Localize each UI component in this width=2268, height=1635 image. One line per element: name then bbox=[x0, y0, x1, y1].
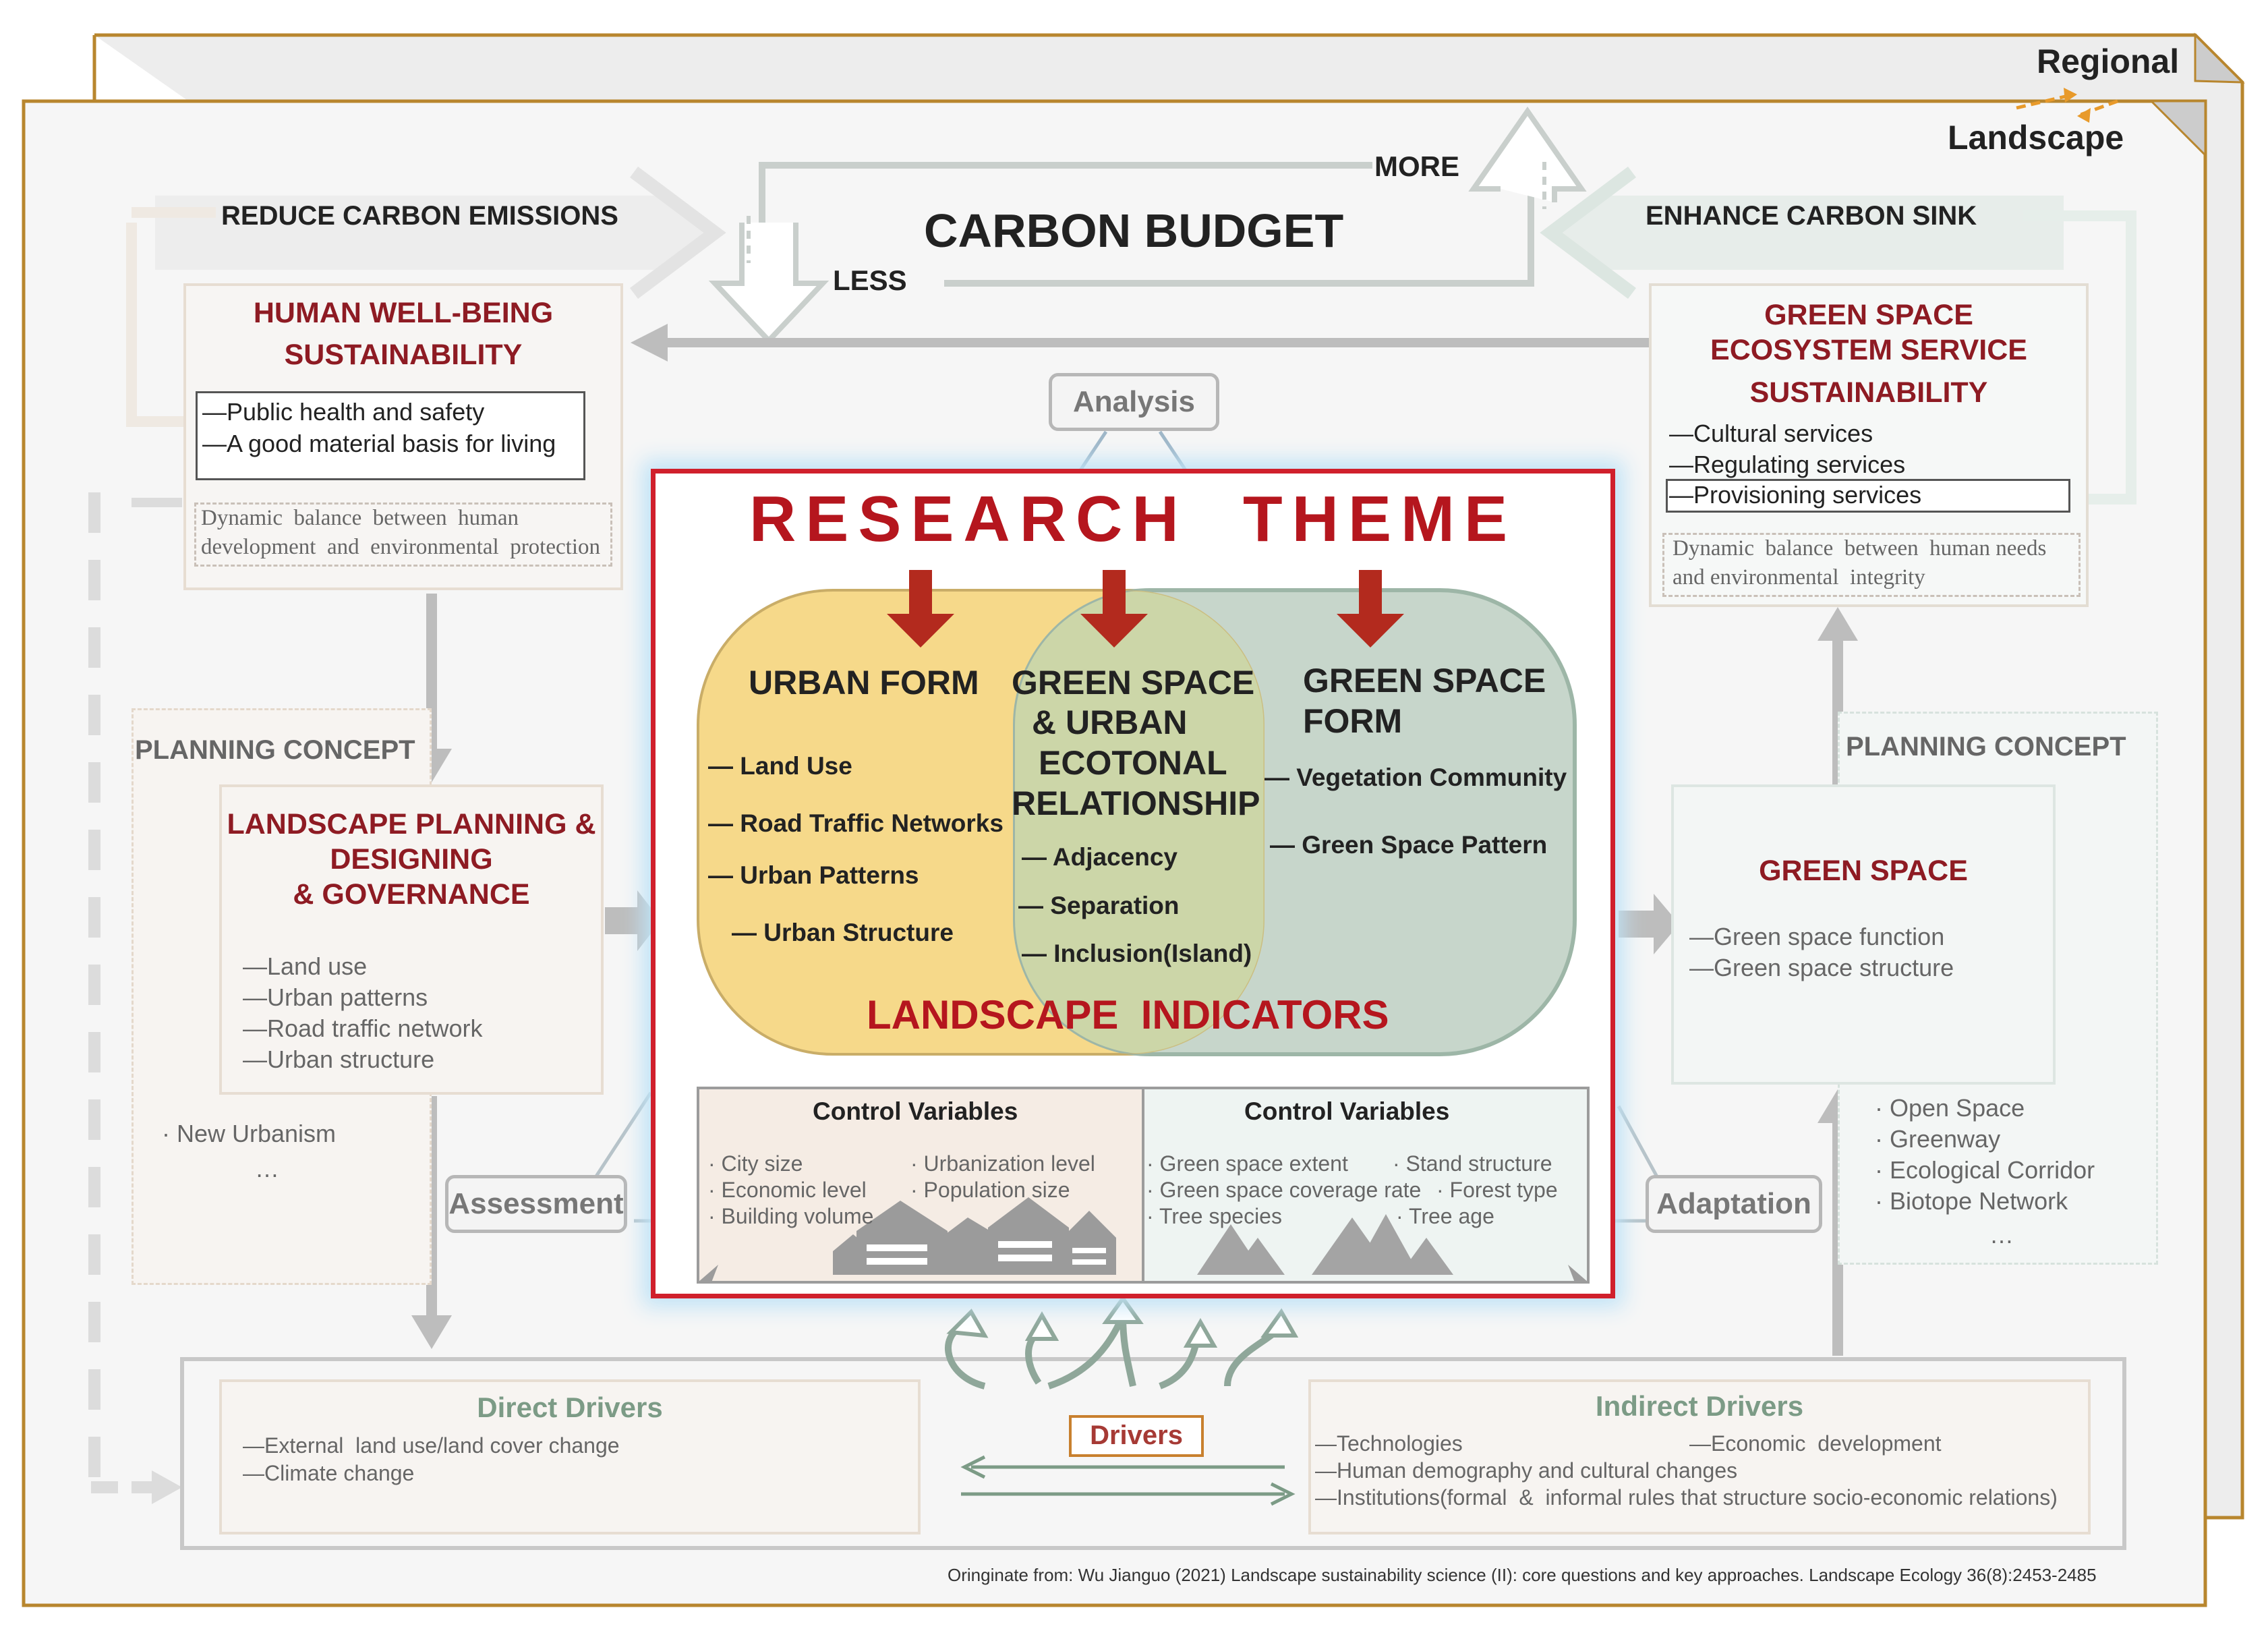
enhance-carbon-label: ENHANCE CARBON SINK bbox=[1646, 201, 1977, 231]
control-variables-right-title: Control Variables bbox=[1244, 1097, 1450, 1125]
urban-form-title: URBAN FORM bbox=[749, 664, 979, 701]
right-ellipsis: … bbox=[1989, 1221, 2014, 1249]
research-venn bbox=[697, 570, 1590, 1284]
reduce-carbon-label: REDUCE CARBON EMISSIONS bbox=[221, 201, 618, 231]
human-balance-box bbox=[194, 503, 612, 567]
gses-title: GREEN SPACE bbox=[1764, 299, 1973, 331]
cv-left-item: · Economic level bbox=[708, 1178, 867, 1202]
left-plan-item: —Urban structure bbox=[243, 1045, 435, 1073]
urban-form-item: — Urban Patterns bbox=[708, 861, 919, 889]
urban-form-item: — Urban Structure bbox=[732, 919, 954, 946]
source-citation: Oringinate from: Wu Jianguo (2021) Lands… bbox=[948, 1565, 2097, 1585]
human-balance-text: Dynamic balance between human bbox=[201, 506, 519, 530]
gses-title: SUSTAINABILITY bbox=[1749, 376, 1988, 409]
indirect-drivers-panel bbox=[1308, 1379, 2091, 1534]
analysis-label: Analysis bbox=[1049, 373, 1219, 431]
gs-form-title: FORM bbox=[1303, 702, 1403, 740]
urban-form-item: — Land Use bbox=[708, 752, 852, 780]
landscape-planning-title: & GOVERNANCE bbox=[293, 878, 530, 911]
landscape-planning-title: LANDSCAPE PLANNING & bbox=[227, 808, 596, 840]
right-plan-extra: · Open Space bbox=[1875, 1094, 2025, 1122]
indirect-driver-item: —Institutions(formal & informal rules th… bbox=[1315, 1485, 2058, 1510]
drivers-label: Drivers bbox=[1090, 1421, 1183, 1450]
cv-left-item: · Urbanization level bbox=[910, 1151, 1095, 1176]
carbon-budget-title: CARBON BUDGET bbox=[924, 204, 1344, 257]
cv-right-item: · Forest type bbox=[1436, 1178, 1558, 1202]
left-plan-item: —Land use bbox=[243, 952, 368, 980]
gses-provisioning-box bbox=[1666, 479, 2070, 513]
ecotone-title: ECOTONAL bbox=[1039, 744, 1227, 782]
human-item: —Public health and safety bbox=[202, 398, 485, 426]
adaptation-label: Adaptation bbox=[1646, 1175, 1822, 1233]
gses-balance-text: and environmental integrity bbox=[1673, 565, 1925, 590]
research-theme-title: RESEARCH THEME bbox=[749, 483, 1517, 555]
regional-label: Regional bbox=[2037, 42, 2180, 80]
right-plan-extra: · Greenway bbox=[1875, 1125, 2001, 1153]
gses-balance-box bbox=[1662, 533, 2081, 597]
human-balance-text: development and environmental protection bbox=[201, 535, 600, 559]
cv-right-item: · Tree species bbox=[1146, 1204, 1282, 1228]
gses-title: ECOSYSTEM SERVICE bbox=[1710, 334, 2027, 366]
drivers-label-box bbox=[1069, 1415, 1204, 1457]
new-urbanism-label: · New Urbanism bbox=[162, 1120, 337, 1147]
less-label: LESS bbox=[833, 264, 907, 296]
right-plan-extra: · Biotope Network bbox=[1875, 1187, 2068, 1215]
gses-item: —Regulating services bbox=[1669, 451, 1906, 478]
gs-form-item: — Vegetation Community bbox=[1264, 764, 1567, 791]
human-items-box bbox=[196, 391, 585, 480]
indirect-drivers-title: Indirect Drivers bbox=[1595, 1390, 1804, 1422]
assessment-label: Assessment bbox=[445, 1175, 627, 1233]
landscape-label: Landscape bbox=[1948, 119, 2124, 156]
ecotone-title: RELATIONSHIP bbox=[1012, 784, 1260, 822]
landscape-indicators-label: LANDSCAPE INDICATORS bbox=[867, 992, 1389, 1037]
right-plan-item: —Green space structure bbox=[1689, 954, 1954, 981]
direct-driver-item: —Climate change bbox=[243, 1461, 415, 1485]
landscape-planning-title: DESIGNING bbox=[330, 843, 493, 876]
gses-balance-text: Dynamic balance between human needs bbox=[1673, 536, 2047, 561]
human-wellbeing-title: HUMAN WELL-BEING bbox=[253, 297, 554, 329]
gs-form-title: GREEN SPACE bbox=[1303, 662, 1546, 699]
ecotone-item: — Inclusion(Island) bbox=[1022, 940, 1252, 967]
indirect-driver-item: —Technologies bbox=[1315, 1431, 1463, 1456]
human-item: —A good material basis for living bbox=[202, 430, 556, 457]
left-ellipsis: … bbox=[255, 1155, 279, 1182]
direct-drivers-panel bbox=[219, 1379, 921, 1534]
ecotone-item: — Separation bbox=[1018, 892, 1180, 919]
direct-driver-item: —External land use/land cover change bbox=[243, 1433, 620, 1458]
human-wellbeing-subtitle: SUSTAINABILITY bbox=[284, 339, 523, 371]
cv-right-item: · Stand structure bbox=[1393, 1151, 1552, 1176]
gs-form-item: — Green Space Pattern bbox=[1270, 831, 1548, 859]
left-plan-item: —Road traffic network bbox=[243, 1014, 483, 1042]
landscape-planning-panel bbox=[219, 784, 604, 1095]
cv-right-item: · Green space extent bbox=[1146, 1151, 1348, 1176]
green-space-panel bbox=[1671, 784, 2056, 1085]
indirect-driver-item: —Economic development bbox=[1689, 1431, 1942, 1456]
left-plan-item: —Urban patterns bbox=[243, 983, 428, 1011]
gses-item: —Provisioning services bbox=[1669, 481, 1922, 509]
ecotone-item: — Adjacency bbox=[1022, 843, 1177, 871]
right-plan-extra: · Ecological Corridor bbox=[1875, 1156, 2095, 1184]
control-variables-left-title: Control Variables bbox=[813, 1097, 1018, 1125]
ecotone-title: & URBAN bbox=[1032, 704, 1188, 741]
cv-left-item: · Population size bbox=[910, 1178, 1070, 1202]
urban-form-item: — Road Traffic Networks bbox=[708, 809, 1004, 837]
cv-left-item: · City size bbox=[708, 1151, 803, 1176]
indirect-driver-item: —Human demography and cultural changes bbox=[1315, 1458, 1738, 1483]
green-space-title: GREEN SPACE bbox=[1759, 855, 1968, 887]
gses-item: —Cultural services bbox=[1669, 420, 1873, 447]
more-label: MORE bbox=[1374, 150, 1459, 182]
cv-right-item: · Green space coverage rate bbox=[1146, 1178, 1422, 1202]
direct-drivers-title: Direct Drivers bbox=[477, 1392, 663, 1423]
right-plan-item: —Green space function bbox=[1689, 923, 1945, 950]
gses-panel bbox=[1649, 283, 2089, 607]
ecotone-title: GREEN SPACE bbox=[1012, 664, 1255, 701]
right-planning-concept-label: PLANNING CONCEPT bbox=[1846, 732, 2126, 762]
cv-right-item: · Tree age bbox=[1396, 1204, 1494, 1228]
left-planning-concept-label: PLANNING CONCEPT bbox=[135, 735, 415, 765]
cv-left-item: · Building volume bbox=[708, 1204, 874, 1228]
